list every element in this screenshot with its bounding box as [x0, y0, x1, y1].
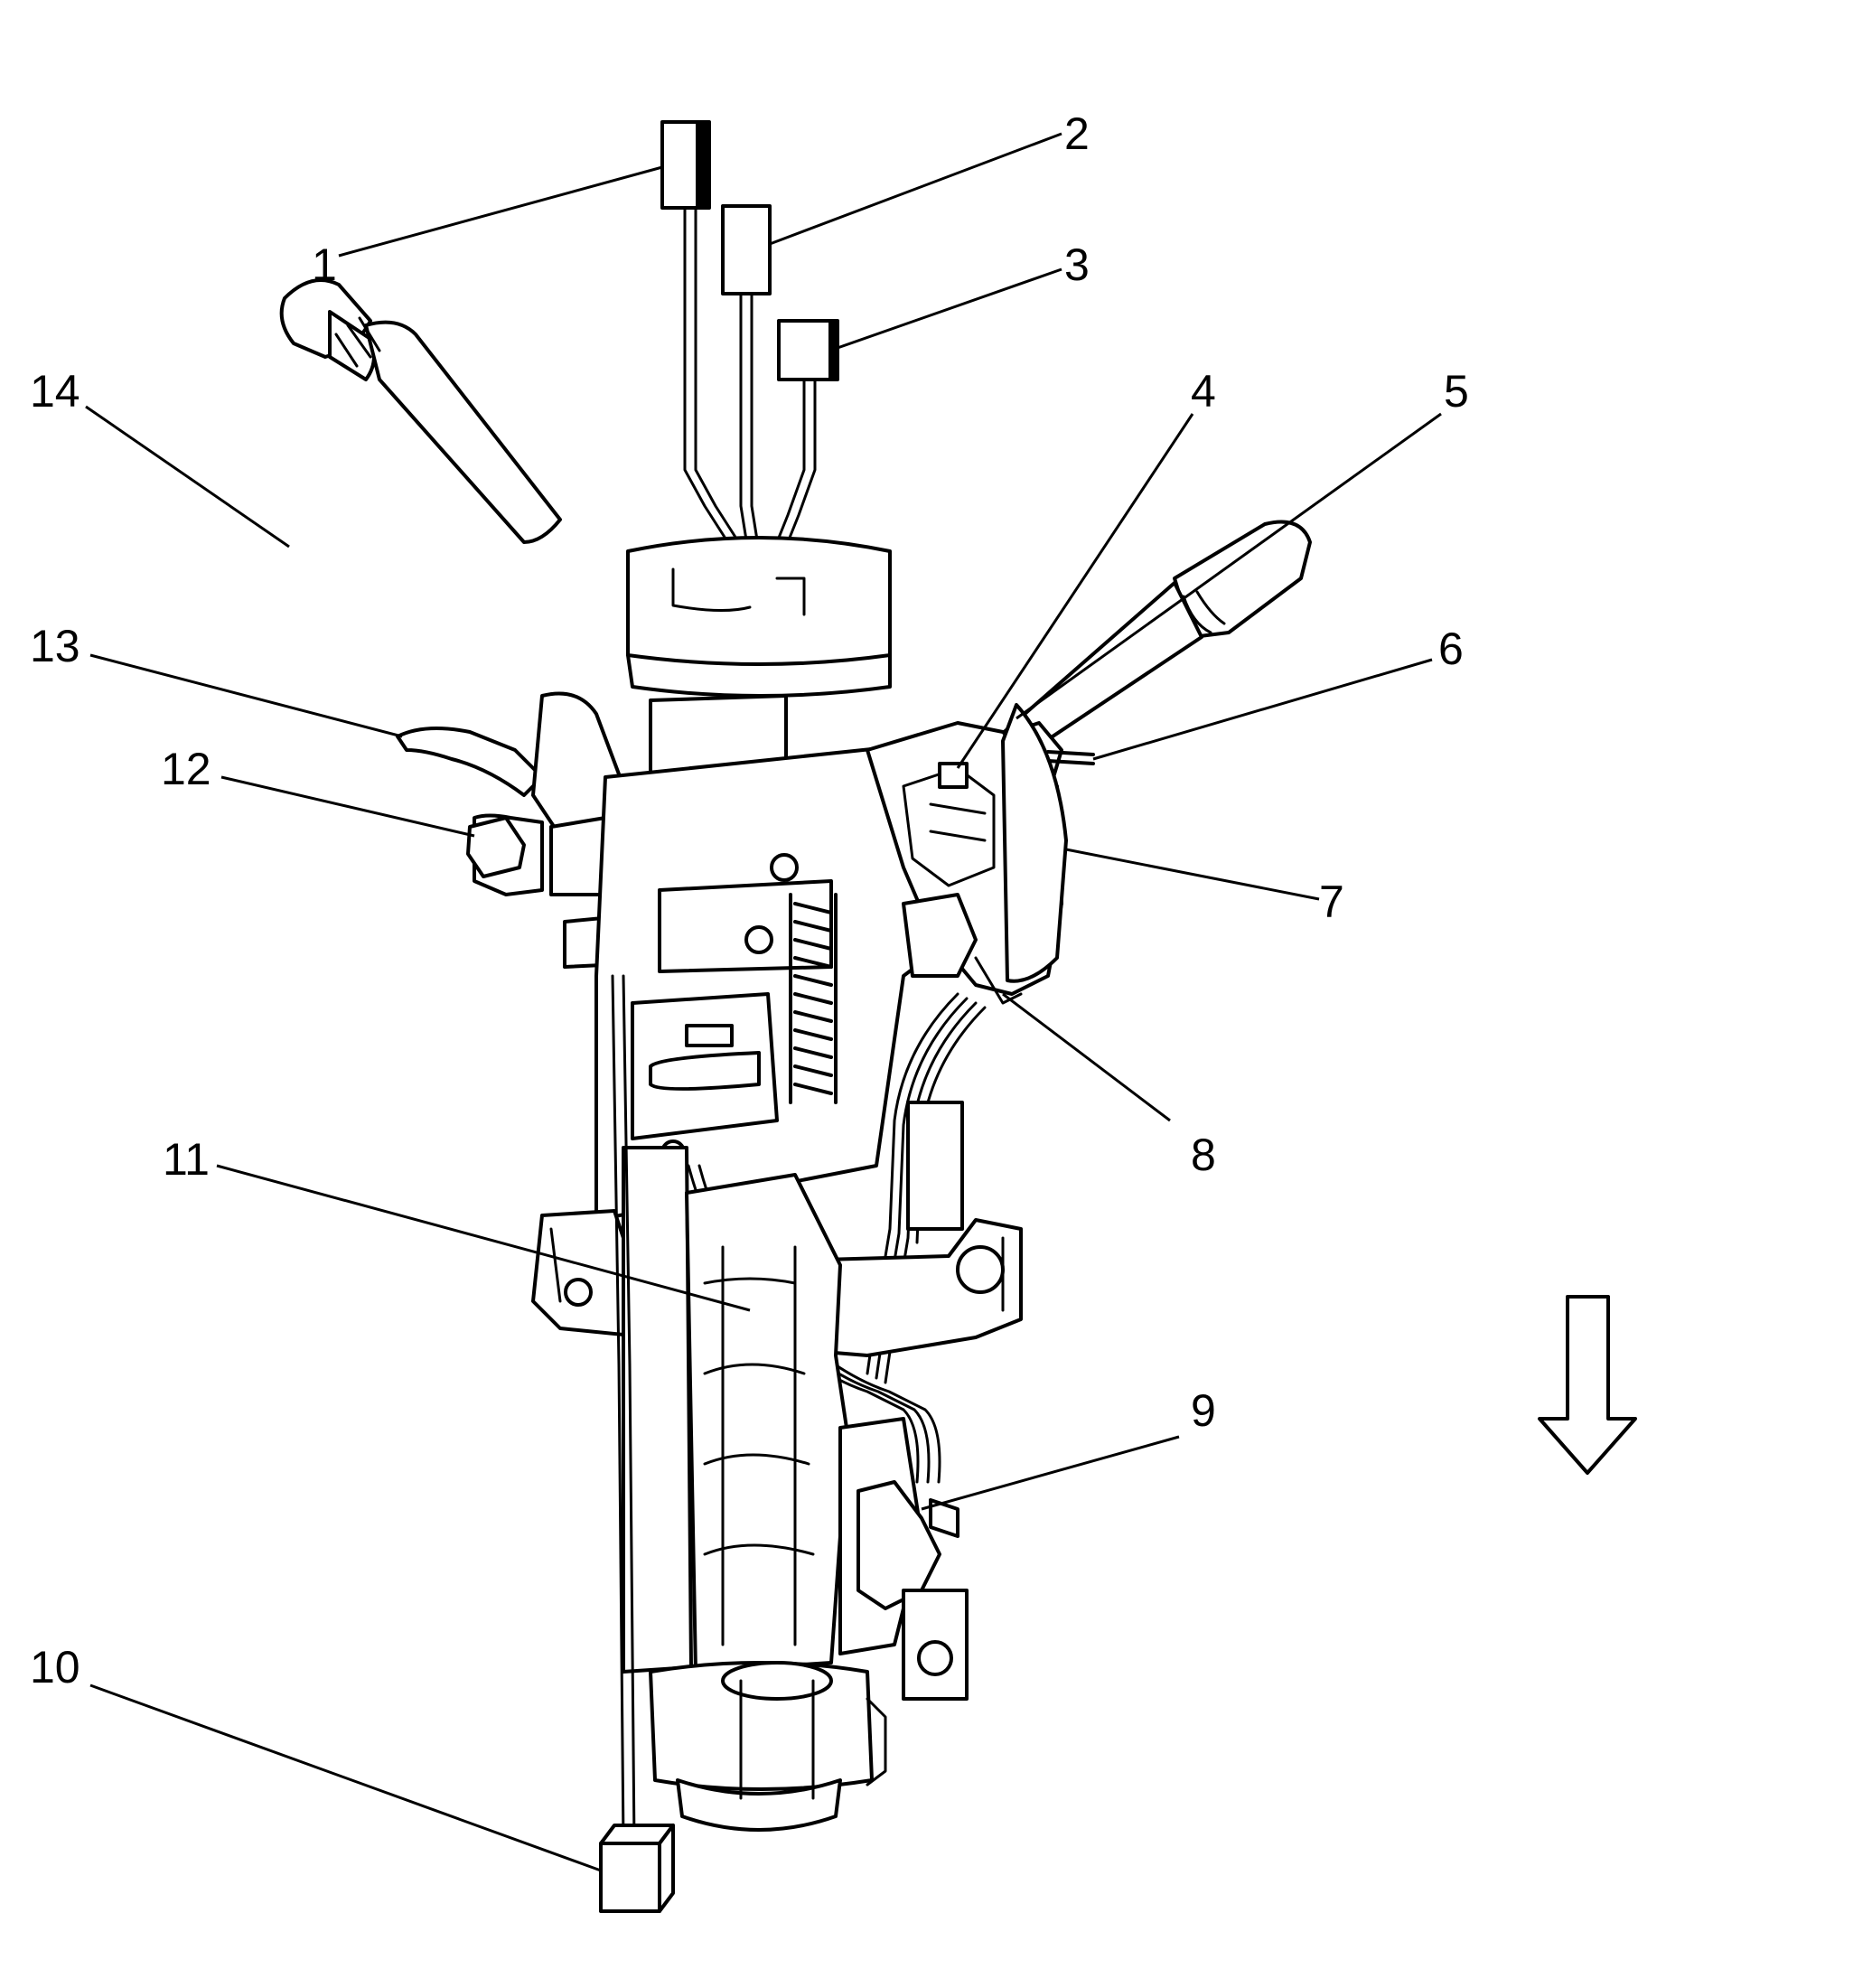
callout-6: 6: [1438, 624, 1464, 674]
column-lower-body: [622, 1146, 923, 1674]
leader-10: [89, 1683, 602, 1872]
callout-labels: 1 2 3 4 5 6 7 8 9 10 11 12 13 14: [30, 108, 1469, 1693]
connector-2: [721, 204, 772, 295]
leader-lines: [85, 132, 1442, 1872]
column-spring: [789, 893, 838, 1104]
connector-10: [599, 1824, 675, 1913]
leader-3: [837, 267, 1062, 350]
bracket-9: [856, 1480, 969, 1701]
leader-14: [85, 405, 290, 549]
right-switch-assembly: [866, 703, 1068, 1005]
leader-7: [1065, 848, 1320, 901]
callout-4: 4: [1191, 366, 1216, 417]
callout-2: 2: [1064, 108, 1090, 159]
leader-5: [1016, 412, 1442, 720]
leader-9: [921, 1435, 1180, 1511]
leader-11: [216, 1164, 751, 1312]
callout-13: 13: [30, 621, 80, 671]
callout-12: 12: [161, 744, 211, 794]
callout-14: 14: [30, 366, 80, 417]
callout-5: 5: [1444, 366, 1469, 417]
leader-13: [89, 653, 403, 738]
leader-12: [220, 775, 475, 838]
connector-wire-10: [611, 974, 636, 1845]
callout-3: 3: [1064, 239, 1090, 290]
leader-6: [1092, 658, 1433, 761]
column-upper-shroud: [626, 536, 892, 698]
callout-10: 10: [30, 1642, 80, 1693]
connector-3: [777, 319, 839, 381]
callout-1: 1: [312, 239, 337, 290]
column-main-body: [594, 694, 978, 1222]
callout-11: 11: [163, 1134, 210, 1185]
connector-12: [466, 816, 526, 878]
turn-signal-stalk-14: [279, 278, 562, 544]
leader-4: [956, 413, 1194, 769]
callout-7: 7: [1319, 877, 1344, 927]
leader-1: [338, 165, 663, 258]
lower-clamp: [649, 1661, 887, 1832]
leader-8: [1002, 992, 1171, 1122]
down-arrow-icon: [1538, 1295, 1637, 1475]
connector-1: [660, 120, 711, 210]
leader-2: [769, 132, 1062, 246]
lever-13: [396, 727, 544, 797]
callout-8: 8: [1191, 1130, 1216, 1180]
callout-9: 9: [1191, 1385, 1216, 1436]
